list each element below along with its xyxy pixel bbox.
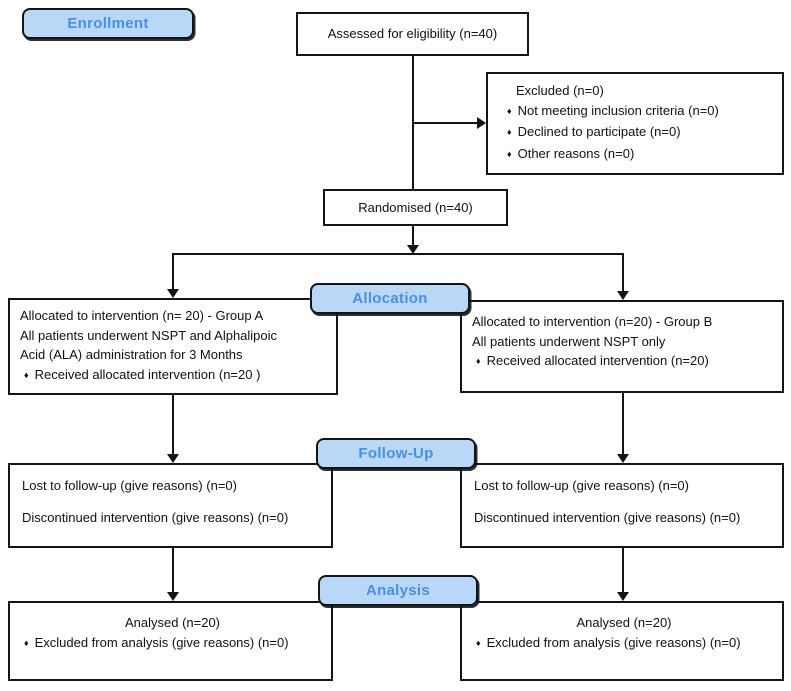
excluded-bullet-row: ♦ Other reasons (n=0) xyxy=(503,144,776,166)
arrowhead-right-excluded-icon xyxy=(477,117,486,129)
diamond-bullet-icon: ♦ xyxy=(24,637,29,648)
allocation-a-line-3: Acid (ALA) administration for 3 Months xyxy=(20,347,243,362)
diamond-bullet-icon: ♦ xyxy=(476,637,481,648)
allocation-a-line-1: Allocated to intervention (n= 20) - Grou… xyxy=(20,308,264,323)
connector-to-excluded xyxy=(413,122,478,124)
connector-followup-to-analysis-left xyxy=(172,548,174,593)
connector-group-b-to-followup xyxy=(622,393,624,455)
connector-followup-to-analysis-right xyxy=(622,548,624,593)
allocation-stage-label: Allocation xyxy=(352,290,428,307)
followup-stage-label: Follow-Up xyxy=(358,445,434,462)
allocation-a-bullet: Received allocated intervention (n=20 ) xyxy=(34,366,261,382)
allocation-b-bullet-row: ♦ Received allocated intervention (n=20) xyxy=(472,351,776,373)
connector-randomised-down xyxy=(412,226,414,246)
analysis-group-b-box: Analysed (n=20) ♦ Excluded from analysis… xyxy=(460,601,784,681)
followup-a-lost-text: Lost to follow-up (give reasons) (n=0) xyxy=(22,478,237,493)
analysis-b-title: Analysed (n=20) xyxy=(576,615,672,630)
excluded-box: Excluded (n=0) ♦ Not meeting inclusion c… xyxy=(486,72,784,175)
diamond-bullet-icon: ♦ xyxy=(24,369,29,380)
excluded-title: Excluded (n=0) xyxy=(516,83,604,98)
analysis-stage-label: Analysis xyxy=(365,582,431,599)
allocation-group-a-box: Allocated to intervention (n= 20) - Grou… xyxy=(8,298,338,395)
followup-group-b-box: Lost to follow-up (give reasons) (n=0) D… xyxy=(460,463,784,548)
arrowhead-down-group-a-icon xyxy=(167,289,179,298)
allocation-b-bullet: Received allocated intervention (n=20) xyxy=(486,353,709,368)
followup-b-lost-text: Lost to follow-up (give reasons) (n=0) xyxy=(474,478,689,493)
followup-group-a-box: Lost to follow-up (give reasons) (n=0) D… xyxy=(8,463,333,548)
allocation-a-bullet-row: ♦ Received allocated intervention (n=20 … xyxy=(20,365,330,387)
enrollment-stage-badge: Enrollment xyxy=(22,8,194,39)
arrowhead-down-group-b-icon xyxy=(617,291,629,300)
connector-split-horizontal xyxy=(172,253,624,255)
excluded-bullet-row: ♦ Not meeting inclusion criteria (n=0) xyxy=(503,101,776,123)
followup-stage-badge: Follow-Up xyxy=(316,438,476,469)
randomised-box: Randomised (n=40) xyxy=(323,189,508,226)
analysis-group-a-box: Analysed (n=20) ♦ Excluded from analysis… xyxy=(8,601,333,681)
followup-a-discontinued-text: Discontinued intervention (give reasons)… xyxy=(22,509,289,525)
analysis-b-bullet-row: ♦ Excluded from analysis (give reasons) … xyxy=(472,633,776,655)
excluded-bullet-1: Not meeting inclusion criteria (n=0) xyxy=(517,102,719,118)
diamond-bullet-icon: ♦ xyxy=(476,356,481,366)
allocation-a-line-2: All patients underwent NSPT and Alphalip… xyxy=(20,327,278,343)
diamond-bullet-icon: ♦ xyxy=(507,127,512,137)
allocation-group-b-box: Allocated to intervention (n=20) - Group… xyxy=(460,300,784,393)
analysis-b-bullet: Excluded from analysis (give reasons) (n… xyxy=(486,634,741,650)
connector-group-a-to-followup xyxy=(172,395,174,455)
analysis-a-bullet: Excluded from analysis (give reasons) (n… xyxy=(34,634,289,650)
excluded-bullet-2: Declined to participate (n=0) xyxy=(517,124,681,139)
connector-split-to-group-a xyxy=(172,253,174,290)
followup-b-discontinued-text: Discontinued intervention (give reasons)… xyxy=(474,509,741,525)
assessed-eligibility-text: Assessed for eligibility (n=40) xyxy=(327,26,498,42)
enrollment-stage-label: Enrollment xyxy=(67,15,149,32)
arrowhead-down-analysis-right-icon xyxy=(617,592,629,601)
excluded-bullet-3: Other reasons (n=0) xyxy=(517,145,635,161)
arrowhead-down-followup-right-icon xyxy=(617,454,629,463)
arrowhead-down-randomised-icon xyxy=(407,245,419,254)
analysis-a-title: Analysed (n=20) xyxy=(124,615,221,630)
arrowhead-down-analysis-left-icon xyxy=(167,592,179,601)
allocation-b-line-1: Allocated to intervention (n=20) - Group… xyxy=(472,314,713,329)
analysis-a-bullet-row: ♦ Excluded from analysis (give reasons) … xyxy=(20,633,325,655)
arrowhead-down-followup-left-icon xyxy=(167,454,179,463)
diamond-bullet-icon: ♦ xyxy=(507,148,512,159)
analysis-stage-badge: Analysis xyxy=(318,575,478,606)
assessed-eligibility-box: Assessed for eligibility (n=40) xyxy=(296,12,529,56)
allocation-stage-badge: Allocation xyxy=(310,283,470,314)
excluded-bullet-row: ♦ Declined to participate (n=0) xyxy=(503,122,776,144)
allocation-b-line-2: All patients underwent NSPT only xyxy=(472,333,666,349)
randomised-text: Randomised (n=40) xyxy=(358,199,473,215)
connector-split-to-group-b xyxy=(622,253,624,292)
diamond-bullet-icon: ♦ xyxy=(507,105,512,116)
